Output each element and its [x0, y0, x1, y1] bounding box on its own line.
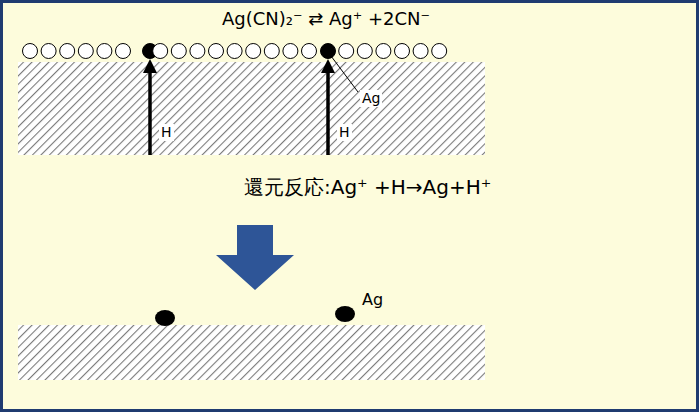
ion: [413, 44, 428, 59]
ion: [246, 44, 261, 59]
ion: [190, 44, 205, 59]
ion: [116, 44, 131, 59]
ion: [171, 44, 186, 59]
ion: [283, 44, 298, 59]
ion: [357, 44, 372, 59]
ion: [376, 44, 391, 59]
reaction-equation: 還元反応:Ag⁺ +H→Ag+H⁺: [244, 175, 491, 199]
silver-particle: [335, 306, 355, 322]
leader-line: [331, 56, 358, 92]
ion: [78, 44, 93, 59]
process-arrow: [216, 225, 294, 290]
ion-row: [23, 44, 447, 59]
ion: [395, 44, 410, 59]
hydrogen-arrow: [148, 66, 152, 155]
silver-particle: [155, 310, 175, 326]
ion: [339, 44, 354, 59]
substrate: [18, 325, 485, 380]
ion: [153, 44, 168, 59]
ion: [302, 44, 317, 59]
ion: [41, 44, 56, 59]
ion: [432, 44, 447, 59]
equilibrium-equation: Ag(CN)₂⁻ ⇄ Ag⁺ +2CN⁻: [222, 8, 430, 30]
ion: [227, 44, 242, 59]
ion: [321, 44, 336, 59]
part-label: Ag: [360, 90, 382, 107]
ion: [209, 44, 224, 59]
substrate: [18, 62, 485, 155]
hydrogen-arrow: [326, 66, 330, 155]
hydrogen-label: H: [337, 124, 352, 141]
part-label: Ag: [362, 290, 383, 309]
ion: [97, 44, 112, 59]
ion: [264, 44, 279, 59]
ion: [23, 44, 38, 59]
ion: [60, 44, 75, 59]
hydrogen-label: H: [159, 124, 174, 141]
